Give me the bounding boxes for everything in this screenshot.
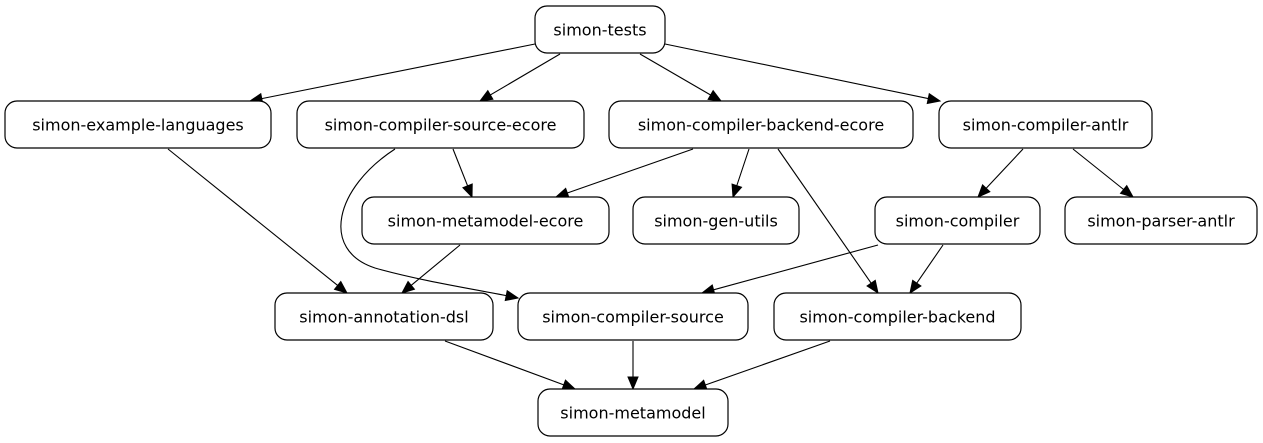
edge-compiler-antlr-to-parser-antlr [1072, 148, 1135, 198]
edge-line [567, 148, 694, 194]
node-tests: simon-tests [534, 5, 666, 54]
node-metamodel-ecore: simon-metamodel-ecore [361, 196, 610, 245]
arrow-head [866, 279, 879, 295]
nodes-layer: simon-tests simon-example-languages simon-… [4, 5, 1258, 437]
arrow-head [707, 89, 723, 102]
node-compiler-source-ecore: simon-compiler-source-ecore [296, 100, 585, 149]
node-box [361, 196, 610, 245]
node-box [296, 100, 585, 149]
edge-line [777, 148, 872, 284]
arrow-head [478, 89, 494, 102]
node-label: simon-gen-utils [654, 212, 778, 231]
arrow-head [504, 289, 520, 302]
edge-line [664, 43, 929, 100]
node-label: simon-compiler-backend [799, 308, 995, 327]
arrow-head [627, 376, 639, 391]
arrow-head [977, 183, 991, 198]
node-annotation-dsl: simon-annotation-dsl [274, 292, 494, 341]
node-compiler-antlr: simon-compiler-antlr [938, 100, 1153, 149]
node-compiler-backend-ecore: simon-compiler-backend-ecore [608, 100, 914, 149]
node-compiler: simon-compiler [874, 196, 1041, 245]
edge-tests-to-compiler-antlr [664, 43, 942, 105]
arrow-head [400, 280, 416, 294]
edge-compiler-source-to-metamodel [627, 341, 639, 391]
edge-line [490, 53, 561, 96]
edge-compiler-backend-ecore-to-compiler-backend [777, 148, 879, 295]
arrow-head [561, 379, 577, 391]
edge-compiler-to-compiler-source [700, 244, 879, 296]
node-box [537, 388, 729, 437]
edge-compiler-backend-to-metamodel [692, 340, 831, 391]
edge-compiler-backend-ecore-to-gen-utils [731, 148, 750, 199]
node-label: simon-annotation-dsl [299, 308, 468, 327]
edge-line [705, 340, 831, 386]
edges-layer [167, 43, 1135, 391]
edge-line [167, 148, 338, 286]
node-compiler-source: simon-compiler-source [517, 292, 749, 341]
node-label: simon-compiler-source [542, 308, 724, 327]
edge-line [452, 148, 469, 187]
node-box [534, 5, 666, 54]
node-box [632, 196, 800, 245]
node-label: simon-compiler-source-ecore [325, 116, 557, 135]
edge-tests-to-compiler-backend-ecore [639, 53, 723, 102]
node-compiler-backend: simon-compiler-backend [773, 292, 1022, 341]
node-parser-antlr: simon-parser-antlr [1064, 196, 1258, 245]
arrow-head [909, 279, 922, 295]
edge-line [444, 340, 564, 386]
edge-line [985, 148, 1024, 189]
edge-compiler-source-ecore-to-compiler-source [340, 148, 520, 302]
node-label: simon-compiler-antlr [963, 116, 1129, 135]
node-box [274, 292, 494, 341]
edge-line [736, 148, 750, 186]
edge-line [340, 148, 519, 299]
edge-compiler-source-ecore-to-metamodel-ecore [452, 148, 473, 199]
edge-line [916, 244, 944, 284]
node-label: simon-example-languages [32, 116, 244, 135]
edge-line [713, 244, 879, 291]
arrow-head [731, 183, 743, 199]
arrow-head [926, 92, 942, 105]
edge-metamodel-ecore-to-annotation-dsl [400, 244, 461, 294]
node-metamodel: simon-metamodel [537, 388, 729, 437]
edge-tests-to-compiler-source-ecore [478, 53, 561, 102]
node-gen-utils: simon-gen-utils [632, 196, 800, 245]
edge-compiler-to-compiler-backend [909, 244, 944, 295]
node-box [874, 196, 1041, 245]
node-example-languages: simon-example-languages [4, 100, 272, 149]
arrow-head [692, 379, 708, 391]
edge-line [410, 244, 461, 286]
node-box [773, 292, 1022, 341]
edge-line [1072, 148, 1124, 190]
arrow-head [333, 280, 349, 294]
edge-compiler-antlr-to-compiler [977, 148, 1024, 198]
node-label: simon-metamodel-ecore [388, 212, 584, 231]
edge-tests-to-example-languages [248, 43, 536, 105]
node-label: simon-metamodel [560, 404, 705, 423]
edge-compiler-backend-ecore-to-metamodel-ecore [554, 148, 694, 199]
node-box [4, 100, 272, 149]
arrow-head [462, 183, 473, 199]
node-label: simon-tests [553, 21, 646, 40]
edge-line [639, 53, 711, 96]
edge-annotation-dsl-to-metamodel [444, 340, 577, 391]
node-label: simon-compiler [896, 212, 1020, 231]
node-box [608, 100, 914, 149]
node-box [517, 292, 749, 341]
arrow-head [1119, 184, 1135, 198]
edge-example-languages-to-annotation-dsl [167, 148, 349, 294]
node-box [1064, 196, 1258, 245]
node-label: simon-compiler-backend-ecore [638, 116, 884, 135]
arrow-head [554, 187, 570, 199]
edge-line [261, 43, 536, 100]
node-label: simon-parser-antlr [1087, 212, 1235, 231]
node-box [938, 100, 1153, 149]
